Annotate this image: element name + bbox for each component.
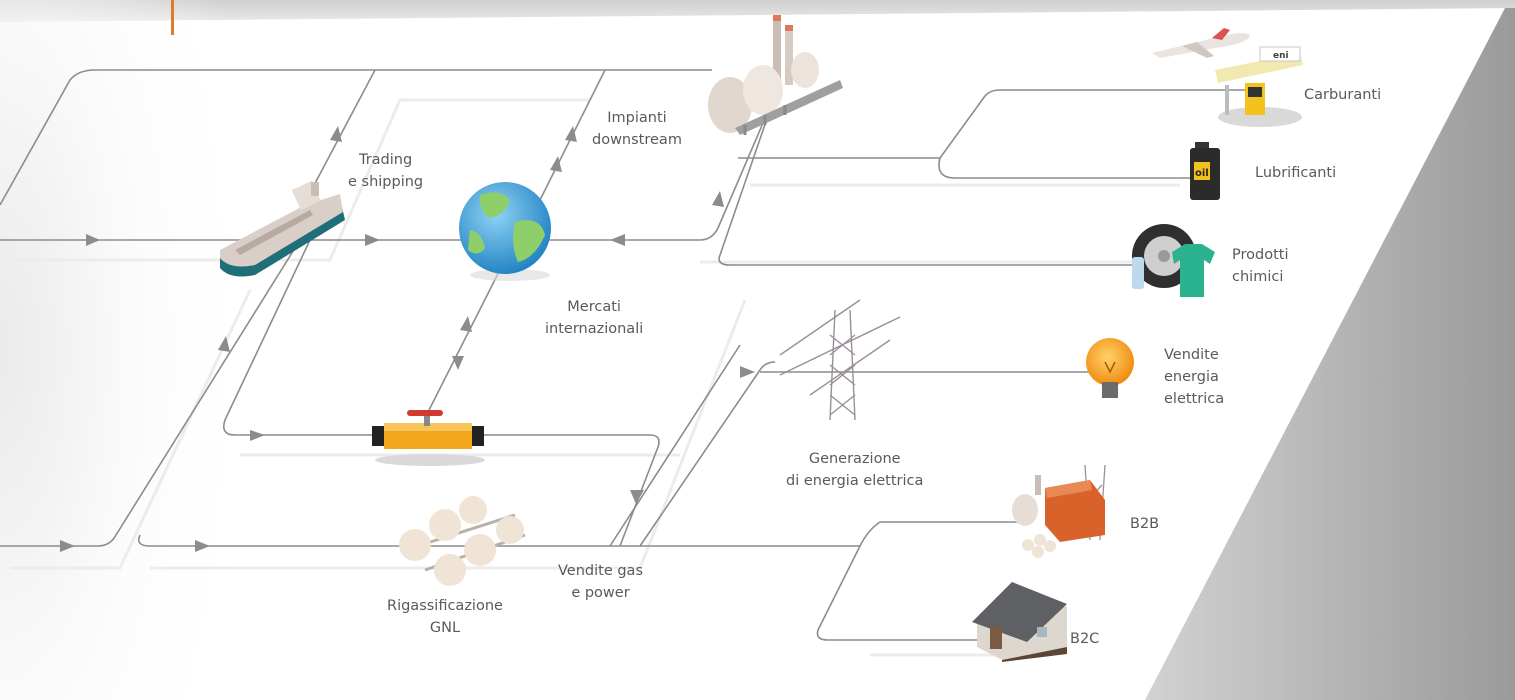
flow-lubrificanti — [938, 157, 1200, 179]
arrow-9 — [452, 356, 464, 370]
arrow-15 — [740, 366, 755, 378]
ship-icon — [220, 180, 345, 277]
arrow-8 — [460, 316, 472, 332]
arrow-7 — [712, 191, 724, 207]
pipe-valve-icon — [372, 410, 485, 466]
arrow-13 — [195, 540, 210, 552]
flow-top-loop — [0, 69, 712, 206]
arrow-1 — [86, 234, 100, 246]
fuel-station-icon: eni — [1215, 46, 1303, 127]
label-trading-shipping: Trading e shipping — [348, 152, 424, 190]
accent-bar — [171, 0, 174, 35]
arrow-14 — [630, 490, 644, 504]
svg-text:eni: eni — [1273, 51, 1289, 61]
label-lubrificanti: Lubrificanti — [1255, 165, 1337, 181]
arrow-4 — [330, 126, 342, 142]
arrow-12 — [60, 540, 75, 552]
flow-b2b — [640, 521, 1030, 547]
svg-text:oil: oil — [1195, 168, 1209, 179]
arrow-2 — [365, 234, 380, 246]
house-icon — [972, 582, 1067, 662]
label-b2b: B2B — [1130, 516, 1160, 532]
flow-main-line — [0, 94, 776, 241]
power-tower-icon — [779, 299, 901, 421]
chemicals-icon — [1132, 224, 1215, 297]
flow-carburanti — [939, 89, 1250, 159]
flow-left-down-1 — [0, 239, 301, 547]
label-prodotti-chimici: Prodotti chimici — [1232, 247, 1289, 285]
label-generazione: Generazione di energia elettrica — [786, 451, 924, 489]
arrow-3 — [610, 234, 625, 246]
globe-icon — [459, 182, 551, 281]
flow-left-down-3 — [609, 344, 741, 547]
flow-shadows — [10, 98, 1180, 657]
label-vendite-gas: Vendite gas e power — [558, 563, 643, 601]
arrow-5 — [565, 126, 577, 142]
light-bulb-icon — [1086, 338, 1134, 398]
flow-prodotti — [718, 109, 1150, 266]
label-b2c: B2C — [1070, 631, 1100, 647]
label-impianti-downstream: Impianti downstream — [592, 110, 682, 148]
airplane-icon — [1152, 28, 1250, 58]
refinery-icon — [708, 15, 843, 135]
factory-icon — [1012, 464, 1106, 558]
flow-arrows — [60, 126, 755, 552]
label-vendite-energia: Vendite energia elettrica — [1164, 347, 1225, 407]
flow-b2c — [816, 545, 990, 641]
label-carburanti: Carburanti — [1304, 87, 1382, 103]
label-rigassificazione: Rigassificazione GNL — [387, 598, 503, 636]
oil-can-icon: oil — [1190, 142, 1220, 200]
label-mercati-internazionali: Mercati internazionali — [545, 299, 644, 337]
arrow-10 — [218, 336, 230, 352]
lng-tanks-icon — [399, 496, 526, 586]
arrow-6 — [550, 156, 562, 172]
arrow-11 — [250, 430, 265, 441]
